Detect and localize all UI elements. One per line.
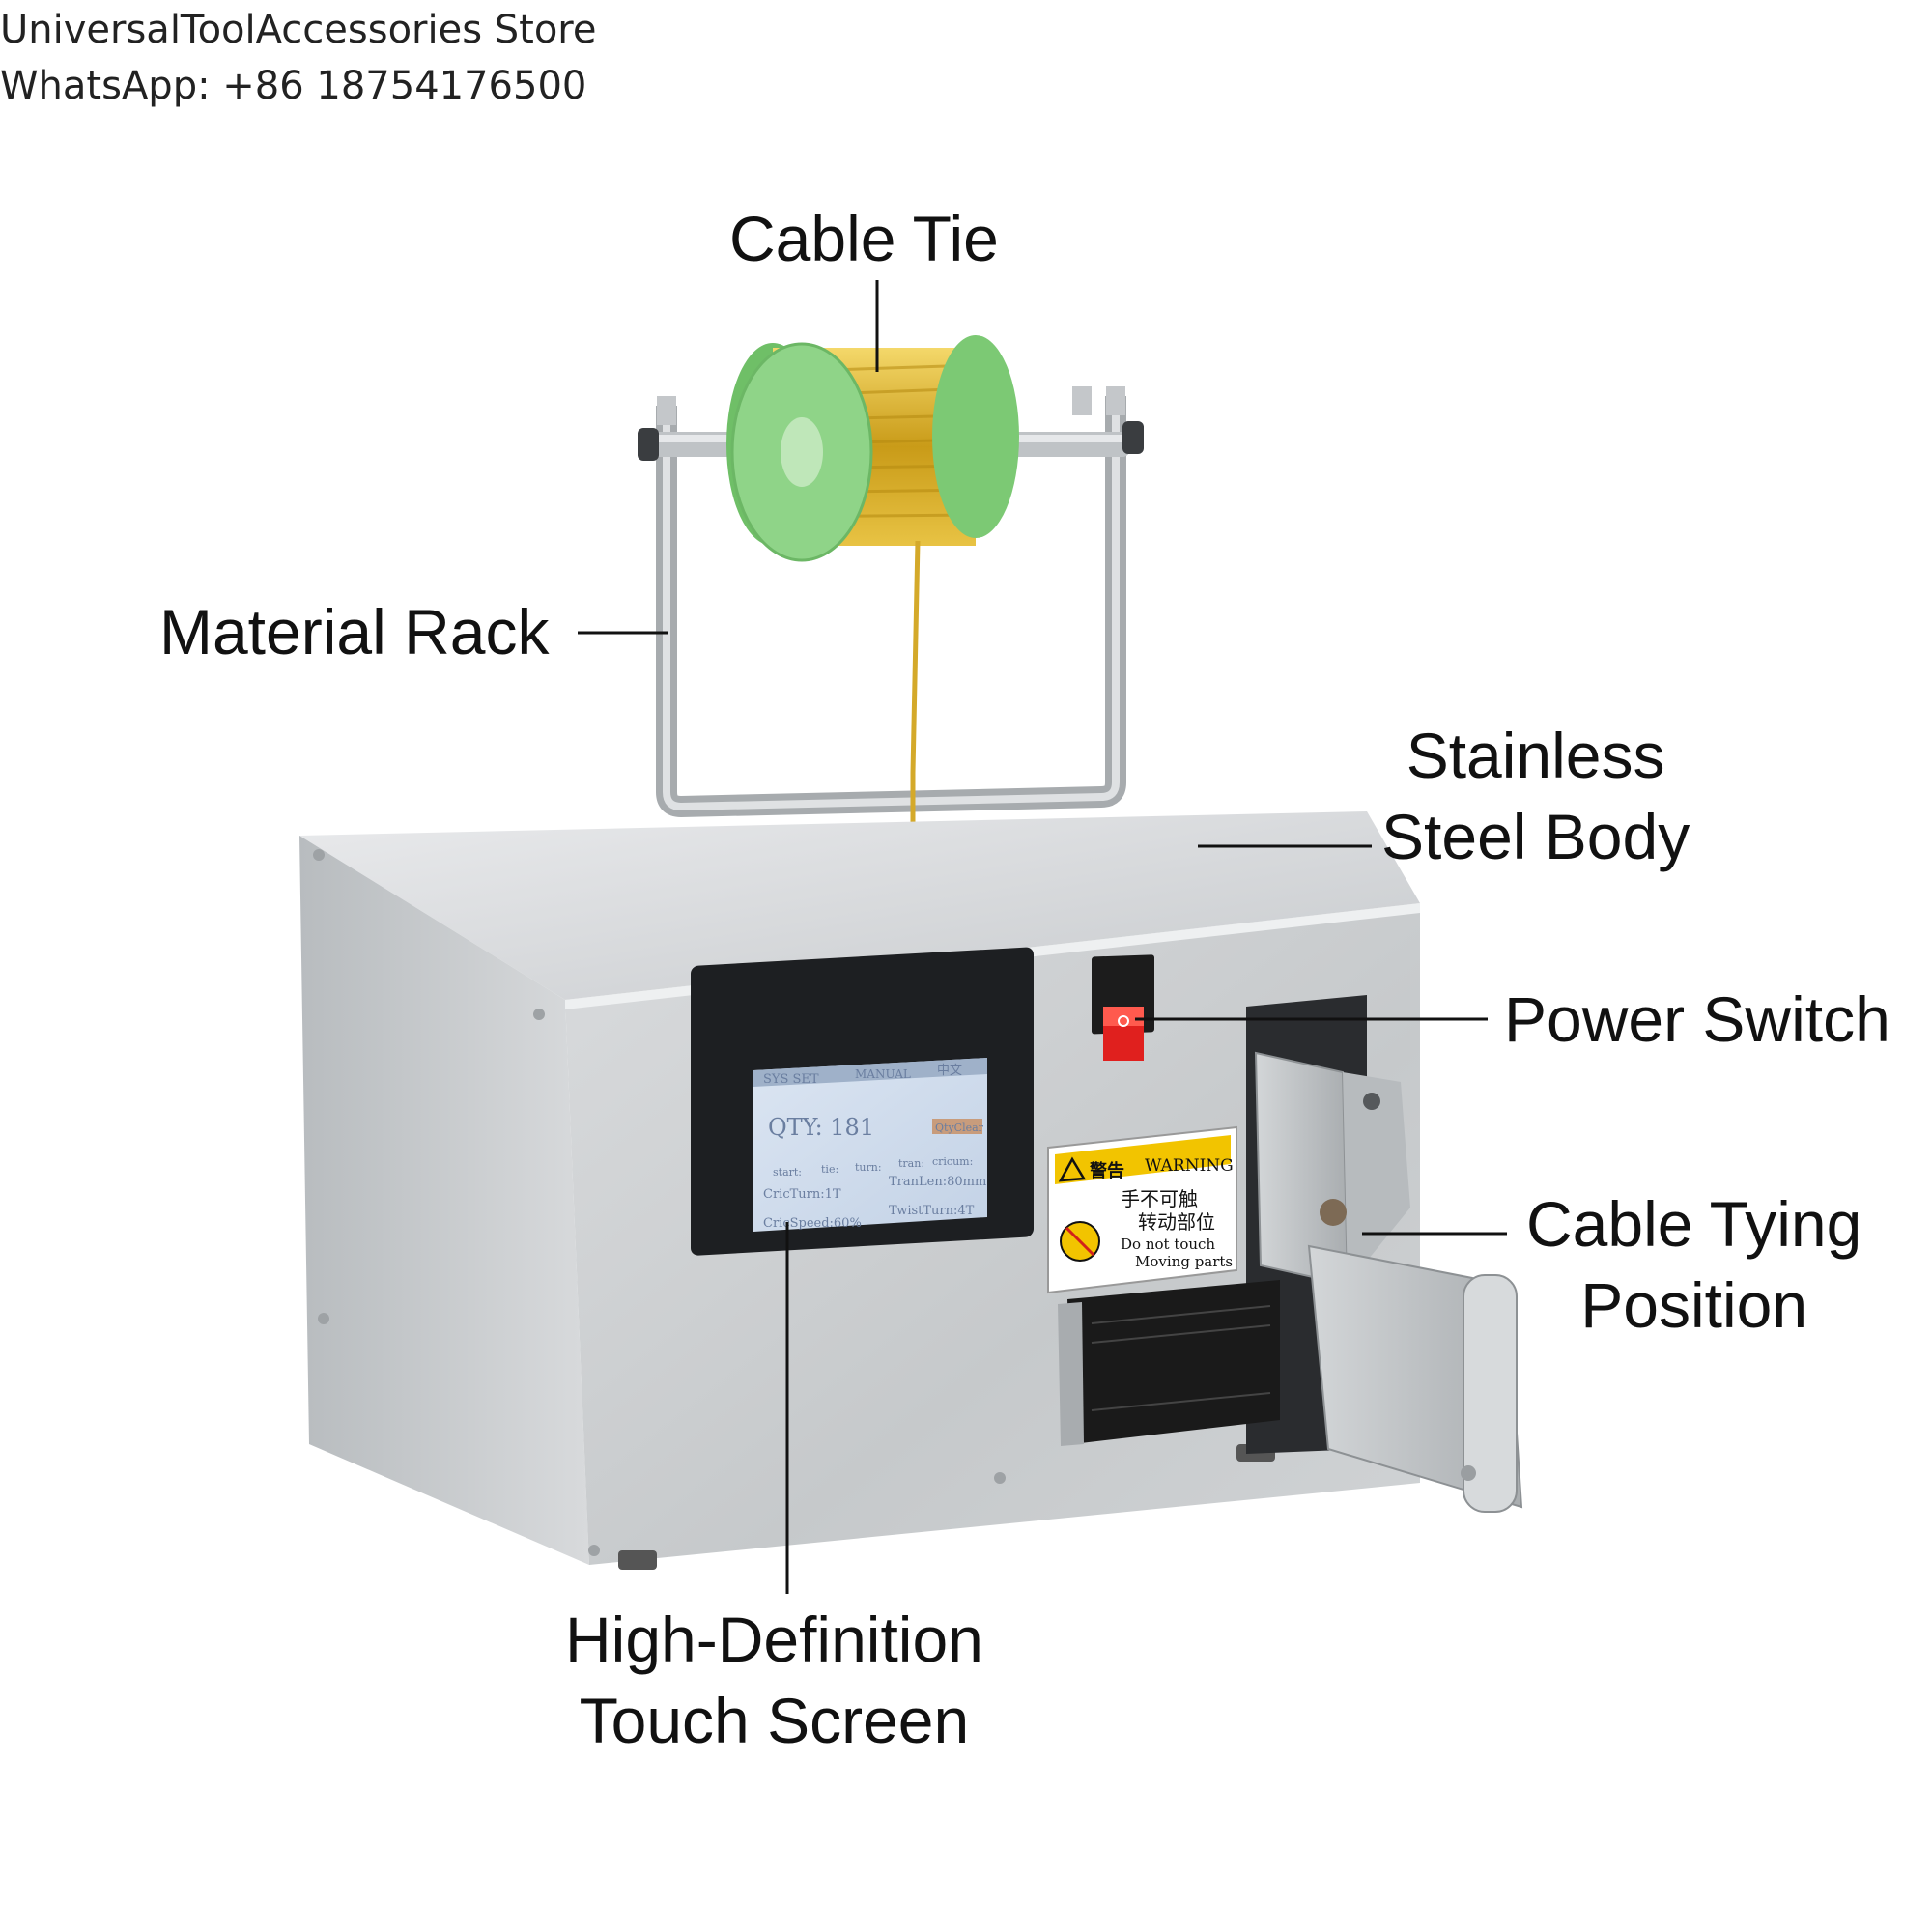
callout-material-rack: Material Rack <box>159 591 549 672</box>
callout-power-switch-text: Power Switch <box>1504 983 1890 1055</box>
callout-tying-line1: Cable Tying <box>1526 1188 1862 1260</box>
screen-tab-manual[interactable]: MANUAL <box>855 1067 911 1081</box>
callout-touch-screen-line1: High-Definition <box>565 1604 983 1675</box>
screen-qty: QTY: 181 <box>768 1114 874 1141</box>
warning-title-cn: 警告 <box>1090 1160 1124 1181</box>
touch-screen[interactable] <box>691 947 1034 1256</box>
warning-title-en: WARNING <box>1145 1156 1234 1176</box>
screen-twist-turn: TwistTurn:4T <box>889 1204 975 1218</box>
screen-qty-clear[interactable]: QtyClear <box>935 1122 984 1134</box>
callout-power-switch: Power Switch <box>1504 979 1890 1060</box>
screen-cric-turn: CricTurn:1T <box>763 1187 841 1202</box>
screen-start: start: <box>773 1166 802 1179</box>
callout-cable-tie: Cable Tie <box>729 198 999 279</box>
warning-line-cn2: 转动部位 <box>1138 1210 1215 1234</box>
callout-cable-tie-text: Cable Tie <box>729 203 999 274</box>
callout-tying-position: Cable Tying Position <box>1526 1183 1861 1346</box>
callout-touch-screen: High-Definition Touch Screen <box>565 1599 983 1761</box>
power-switch[interactable] <box>1092 954 1154 1061</box>
store-name: UniversalToolAccessories Store <box>0 8 597 52</box>
cable-tie-spool <box>726 335 1019 562</box>
callout-lines <box>578 280 1507 1594</box>
callout-steel-body-line1: Stainless <box>1406 720 1665 791</box>
warning-line-en2: Moving parts <box>1135 1253 1233 1270</box>
warning-label: 警告 WARNING 手不可触 转动部位 Do not touch Moving… <box>1047 1125 1237 1294</box>
warning-line-en1: Do not touch <box>1121 1236 1215 1253</box>
screen-cricum: cricum: <box>932 1155 973 1168</box>
screen-tab-lang[interactable]: 中文 <box>937 1064 962 1078</box>
callout-material-rack-text: Material Rack <box>159 596 550 668</box>
screen-tran: tran: <box>898 1157 924 1170</box>
screen-tran-len: TranLen:80mm <box>889 1175 986 1189</box>
screen-ui: SYS SET MANUAL 中文 QTY: 181 QtyClear star… <box>763 1064 986 1231</box>
tying-mechanism <box>1246 995 1523 1513</box>
callout-steel-body: Stainless Steel Body <box>1381 715 1690 877</box>
callout-touch-screen-line2: Touch Screen <box>579 1685 970 1756</box>
material-rack <box>656 386 1126 818</box>
screen-turn: turn: <box>855 1161 882 1174</box>
screen-cric-speed: CricSpeed:60% <box>763 1216 862 1231</box>
screen-tab-sys[interactable]: SYS SET <box>763 1072 819 1087</box>
callout-steel-body-line2: Steel Body <box>1381 801 1690 872</box>
whatsapp-contact: WhatsApp: +86 18754176500 <box>0 64 587 108</box>
warning-line-cn1: 手不可触 <box>1121 1187 1198 1210</box>
callout-tying-line2: Position <box>1580 1269 1808 1341</box>
screen-tie: tie: <box>821 1163 838 1176</box>
stepper-motor <box>1058 1280 1280 1446</box>
